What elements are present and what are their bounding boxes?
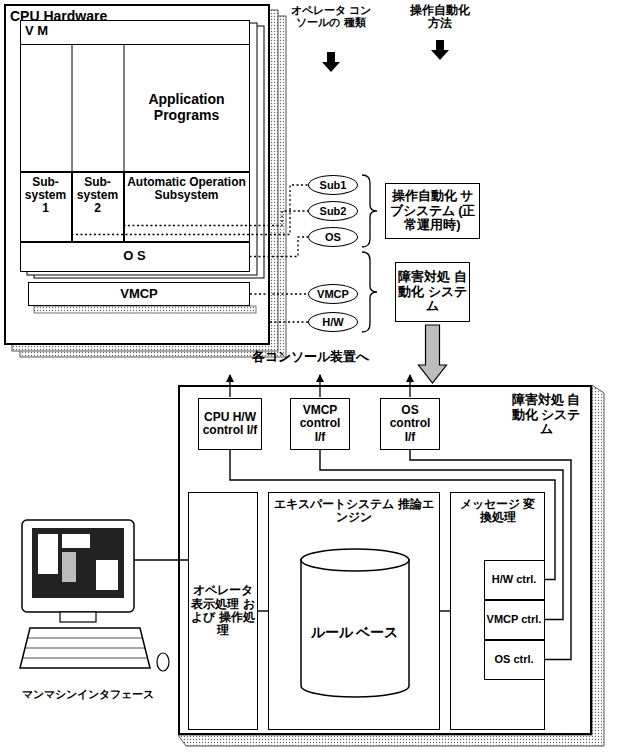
console-oval: OS [308, 227, 358, 247]
connector [410, 450, 571, 660]
node-label: エキスパートシステム 推論エンジン [273, 498, 435, 525]
node-label: CPU H/W control I/f [201, 411, 259, 438]
control-box: OS ctrl. [484, 640, 545, 680]
node-label: V M [25, 24, 48, 39]
node-label: Sub2 [320, 205, 347, 217]
node-label: O S [123, 249, 145, 264]
connector [270, 321, 308, 322]
interface-box: OS control I/f [380, 398, 440, 450]
node-label: OS control I/f [383, 404, 437, 444]
vm-box: V M Application ProgramsSub- system 1Sub-… [20, 20, 250, 272]
bracket [362, 175, 377, 247]
cpu-hardware-box: CPU HardwareV M Application ProgramsSub- … [4, 4, 270, 345]
node-label: VMCP [317, 288, 349, 300]
os-band: O S [20, 242, 250, 272]
node-label: OS ctrl. [494, 653, 533, 665]
method-box: 操作自動化 サブシステム (正常運用時) [385, 183, 480, 239]
computer-illustration [20, 520, 188, 671]
console-oval: VMCP [308, 284, 358, 304]
node-label: VMCP control I/f [293, 404, 347, 444]
header-arrow [322, 52, 340, 72]
annotation-label: 各コンソール装置へ [236, 350, 384, 365]
cpu-layers [4, 4, 286, 357]
node-label: OS [325, 231, 341, 243]
subsystem-box: Sub- system 2 [72, 172, 124, 242]
interface-box: CPU H/W control I/f [198, 398, 262, 450]
node-label: CPU Hardware [10, 9, 107, 25]
connector [258, 610, 268, 611]
node-label: 操作自動化 サブシステム (正常運用時) [388, 189, 477, 233]
node-label: Application Programs [129, 92, 245, 123]
connector [419, 325, 447, 383]
connector [124, 211, 309, 226]
inference-engine-box: エキスパートシステム 推論エンジンルール ベース [268, 492, 440, 730]
method-box: 障害対処 自動化 システム [395, 262, 470, 322]
node-label: Sub- system 1 [23, 176, 69, 216]
rule-base-cylinder: ルール ベース [300, 548, 410, 698]
annotation-label: 操作自動化 方法 [403, 4, 477, 31]
subsystem-box: Sub- system 1 [20, 172, 72, 242]
annotation-label: マンマシンインタフェース [4, 688, 172, 700]
automation-subsystem-box: Automatic Operation Subsystem [124, 172, 250, 242]
node-label: オペレータ 表示処理 および 操作処理 [191, 584, 255, 638]
cylinder-outline [300, 548, 410, 698]
node-label: H/W ctrl. [492, 573, 537, 585]
box-shade [178, 385, 604, 746]
control-box: H/W ctrl. [484, 560, 545, 600]
annotation-label: オペレータ コンソールの 種類 [288, 4, 374, 29]
node-label: H/W [322, 316, 343, 328]
node-label: VMCP [120, 287, 158, 302]
vmcp-shade [34, 306, 256, 313]
connector [440, 610, 450, 611]
node-label: Automatic Operation Subsystem [127, 176, 247, 203]
bracket [362, 252, 377, 332]
application-box: Application Programs [20, 44, 250, 172]
connector [250, 293, 308, 294]
node-label: Sub- system 2 [75, 176, 121, 216]
console-oval: H/W [308, 312, 358, 332]
console-oval: Sub1 [308, 175, 358, 195]
vmcp-slab: VMCP [28, 282, 250, 306]
fault-automation-system: 障害対処 自動化 システム CPU H/W control I/f VMCP con… [178, 385, 592, 735]
node-label: VMCP ctrl. [487, 613, 542, 625]
operator-processing-box: オペレータ 表示処理 および 操作処理 [188, 492, 258, 730]
node-label: ルール ベース [311, 625, 399, 641]
node-label: Sub1 [320, 179, 347, 191]
vm-layers [20, 20, 264, 278]
node-label: メッセージ 変換処理 [455, 498, 540, 525]
console-oval: Sub2 [308, 201, 358, 221]
interface-box: VMCP control I/f [290, 398, 350, 450]
node-label: 障害対処 自動化 システム [508, 393, 584, 437]
connector [250, 237, 309, 257]
control-box: VMCP ctrl. [484, 600, 545, 640]
message-conversion-box: メッセージ 変換処理 H/W ctrl. VMCP ctrl. OS ctrl. [450, 492, 545, 730]
header-arrow [431, 40, 449, 60]
node-label: 障害対処 自動化 システム [398, 270, 467, 314]
